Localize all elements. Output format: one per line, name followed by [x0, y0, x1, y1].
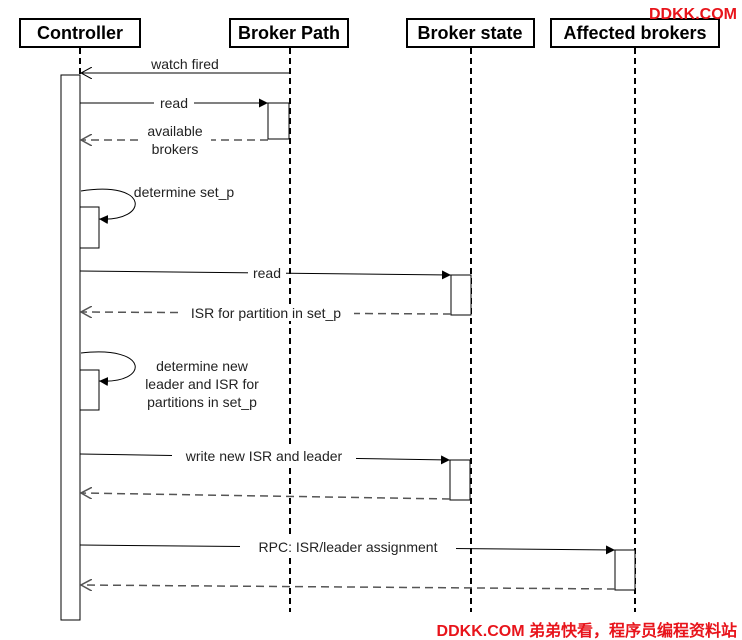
broker-state-activation-2 — [449, 459, 471, 501]
self-activation-1 — [79, 206, 100, 249]
msg-available-brokers-label-1: available — [147, 123, 202, 139]
affected-brokers-activation — [614, 549, 636, 591]
msg-determine-set-p-arrow — [80, 188, 136, 225]
msg-read-path-label: read — [160, 95, 188, 111]
participant-broker-state: Broker state — [406, 18, 535, 48]
broker-state-activation-1 — [450, 274, 472, 316]
msg-read-state-label: read — [253, 265, 281, 281]
msg-determine-new-label-1: determine new — [156, 358, 249, 374]
msg-watch-fired-label: watch fired — [150, 56, 219, 72]
msg-write-isr-label: write new ISR and leader — [185, 448, 343, 464]
participant-controller-label: Controller — [37, 23, 123, 43]
participant-broker-state-label: Broker state — [417, 23, 522, 43]
self-activation-2 — [79, 369, 100, 411]
msg-rpc-assignment-label: RPC: ISR/leader assignment — [259, 539, 438, 555]
msg-write-isr-return-arrow — [81, 493, 451, 500]
msg-isr-partition-label: ISR for partition in set_p — [191, 305, 341, 321]
controller-activation-bar — [60, 74, 81, 621]
participant-affected-brokers-label: Affected brokers — [563, 23, 706, 43]
participant-controller: Controller — [19, 18, 141, 48]
watermark-top: DDKK.COM — [649, 6, 737, 23]
msg-determine-set-p-label: determine set_p — [134, 184, 235, 200]
participant-broker-path: Broker Path — [229, 18, 349, 48]
participant-broker-path-label: Broker Path — [238, 23, 340, 43]
msg-determine-new-label-2: leader and ISR for — [145, 376, 259, 392]
watermark-bottom: DDKK.COM 弟弟快看，程序员编程资料站 — [437, 621, 737, 640]
msg-determine-new-label-3: partitions in set_p — [147, 394, 257, 410]
broker-path-activation — [267, 102, 290, 140]
msg-determine-new-leader-arrow — [80, 351, 136, 387]
msg-rpc-return-arrow — [81, 585, 616, 589]
msg-available-brokers-label-2: brokers — [152, 141, 199, 157]
participant-affected-brokers: Affected brokers — [550, 18, 720, 48]
